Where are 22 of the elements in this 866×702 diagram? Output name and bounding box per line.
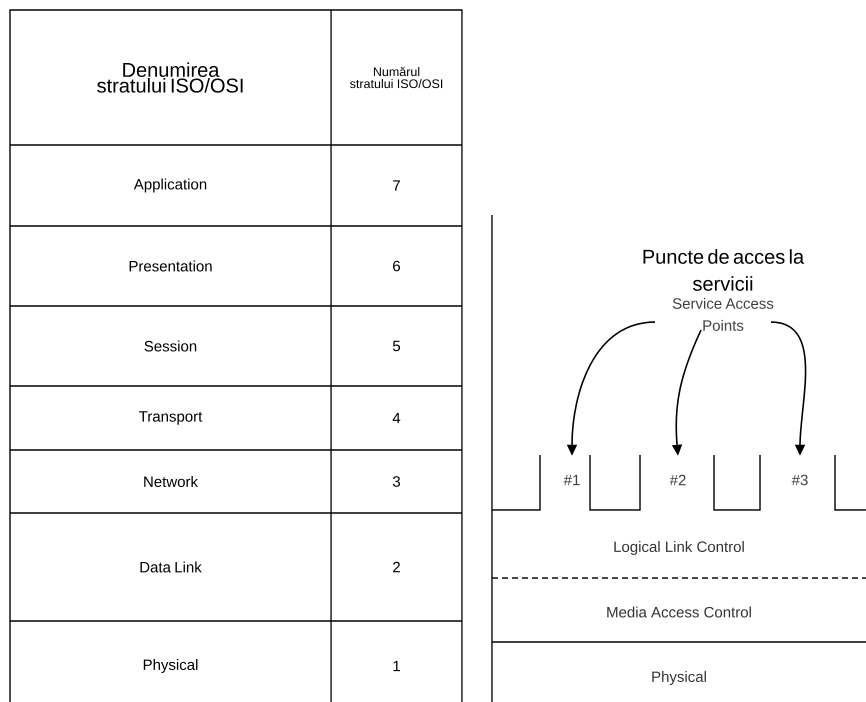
- access-point-label: #3: [792, 474, 808, 486]
- layer-band: Physical: [492, 641, 866, 685]
- layer-name: Presentation: [130, 260, 212, 272]
- layer-number: 2: [393, 562, 400, 572]
- layer-name: Session: [144, 340, 196, 352]
- column-header: Denumirea stratului ISO/OSI: [97, 62, 243, 93]
- sublayer-band: Media Access Control: [492, 577, 866, 618]
- layer-name: Application: [134, 178, 206, 192]
- layer-number: 5: [392, 340, 400, 352]
- layer-number: 7: [393, 180, 400, 191]
- access-point-label: #1: [564, 474, 580, 486]
- callout-text: Puncte de acces la servicii Service Access Points: [644, 249, 804, 331]
- layer-name: Network: [144, 476, 198, 487]
- layer-name: Data Link: [140, 562, 202, 572]
- layer-name: Transport: [139, 411, 202, 425]
- layer-number: 4: [392, 412, 400, 424]
- layer-name: Physical: [144, 659, 198, 673]
- access-point-label: #2: [670, 474, 686, 486]
- column-header: Numărul stratului ISO/OSI: [350, 66, 442, 88]
- layer-number: 6: [393, 260, 400, 272]
- layer-number: 1: [393, 660, 400, 672]
- layer-number: 3: [392, 476, 400, 487]
